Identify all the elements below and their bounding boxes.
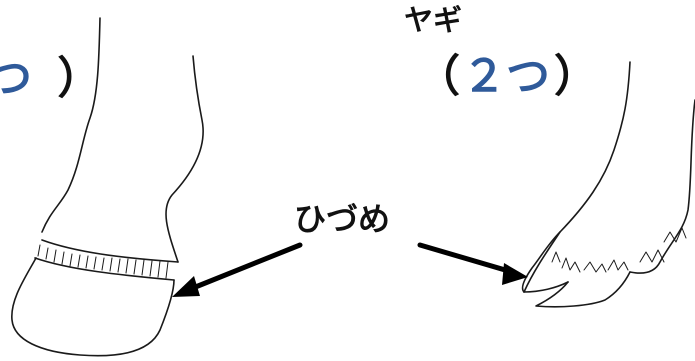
arrow-to-goat-hoof [417, 242, 515, 275]
arrowhead-right [502, 263, 528, 285]
arrowheads [172, 263, 528, 297]
goat-leg-front-outline [521, 61, 631, 293]
horse-hoof-count: つ ） [0, 57, 101, 101]
goat-title: ヤギ [404, 3, 463, 37]
horse-count-value: つ [0, 53, 32, 104]
hoof-label: ひづめ [294, 200, 391, 238]
horse-count-close-paren: ） [57, 53, 102, 104]
goat-leg-back-outline [629, 99, 695, 274]
arrows [185, 242, 515, 293]
horse-coronet-hatching [37, 244, 169, 279]
horse-leg-left-outline [41, 17, 101, 233]
goat-count-close-paren: ） [554, 51, 598, 102]
horse-leg-drawing [11, 17, 204, 357]
goat-leg-drawing [521, 61, 695, 308]
arrowhead-left [172, 276, 200, 297]
arrow-to-horse-hoof [185, 242, 303, 293]
goat-count-open-paren: （ [416, 51, 460, 102]
goat-hoof-count: （２つ） [416, 55, 598, 99]
horse-hoof-outline [11, 257, 175, 357]
horse-leg-right-outline [165, 55, 204, 263]
goat-count-value: ２つ [462, 51, 550, 102]
horse-coronet-bottom [34, 257, 175, 281]
horse-coronet-top [41, 239, 179, 263]
goat-front-claw [523, 231, 569, 293]
goat-rear-claw [535, 271, 631, 308]
goat-hair-tufts [551, 227, 687, 273]
